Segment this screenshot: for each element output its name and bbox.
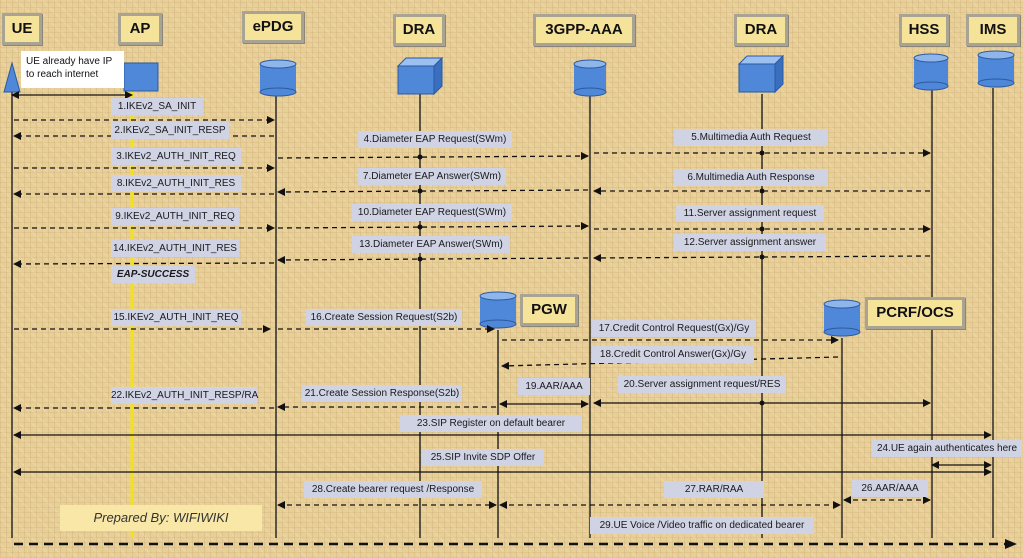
node-3gpp-aaa: 3GPP-AAA	[533, 14, 635, 46]
label-m20: 20.Server assignment request/RES	[618, 376, 786, 393]
dra1-cube-icon	[396, 56, 444, 96]
dra2-cube-icon	[737, 54, 785, 94]
arrow-m13	[277, 255, 589, 264]
junction-dots	[417, 150, 765, 406]
label-eap-success: EAP-SUCCESS	[111, 266, 195, 283]
arrow-m4	[277, 152, 589, 161]
label-m21: 21.Create Session Response(S2b)	[302, 385, 462, 402]
arrow-m18	[501, 356, 839, 370]
node-pgw: PGW	[520, 294, 578, 326]
label-m19: 19.AAR/AAA	[518, 378, 590, 395]
label-m17: 17.Credit Control Request(Gx)/Gy	[592, 320, 756, 337]
label-m15: 15.IKEv2_AUTH_INIT_REQ	[111, 309, 241, 326]
node-ap: AP	[118, 13, 162, 45]
node-ue: UE	[2, 13, 42, 45]
node-ims: IMS	[966, 14, 1020, 46]
node-pcrf-ocs: PCRF/OCS	[865, 297, 965, 329]
label-m11: 11.Server assignment request	[676, 205, 824, 222]
label-m7: 7.Diameter EAP Answer(SWm)	[358, 168, 506, 185]
devices	[3, 50, 1015, 337]
label-m22: 22.IKEv2_AUTH_INIT_RESP/RA	[111, 387, 258, 404]
label-m1: 1.IKEv2_SA_INIT	[111, 98, 203, 115]
credit-box: Prepared By: WIFIWIKI	[60, 505, 262, 531]
arrow-m10	[277, 222, 589, 231]
label-m13: 13.Diameter EAP Answer(SWm)	[352, 236, 510, 253]
label-m4: 4.Diameter EAP Request(SWm)	[358, 131, 512, 148]
arrow-m7	[277, 187, 589, 196]
label-m28: 28.Create bearer request /Response	[304, 481, 482, 498]
aaa-cylinder-icon	[573, 59, 607, 97]
label-m29: 29.UE Voice /Video traffic on dedicated …	[590, 517, 814, 534]
node-dra-2: DRA	[734, 14, 788, 46]
label-m25: 25.SIP Invite SDP Offer	[422, 449, 544, 466]
ue-device-icon	[3, 61, 21, 93]
ap-device-icon	[123, 62, 159, 92]
label-m2: 2.IKEv2_SA_INIT_RESP	[111, 122, 229, 139]
label-m3: 3.IKEv2_AUTH_INIT_REQ	[111, 148, 241, 165]
node-dra-1: DRA	[393, 14, 445, 46]
label-m12: 12.Server assignment answer	[674, 234, 826, 251]
label-m26: 26.AAR/AAA	[852, 480, 928, 497]
pgw-cylinder-icon	[479, 291, 517, 329]
ims-cylinder-icon	[977, 50, 1015, 88]
ue-note: UE already have IP to reach internet	[21, 51, 124, 88]
label-m14: 14.IKEv2_AUTH_INIT_RES	[111, 240, 239, 257]
epdg-cylinder-icon	[259, 59, 297, 97]
pcrf-cylinder-icon	[823, 299, 861, 337]
label-m8: 8.IKEv2_AUTH_INIT_RES	[111, 175, 241, 192]
node-epdg: ePDG	[242, 11, 304, 43]
label-m27: 27.RAR/RAA	[664, 481, 764, 498]
label-m9: 9.IKEv2_AUTH_INIT_REQ	[111, 208, 239, 225]
arrow-m14	[13, 259, 275, 268]
hss-cylinder-icon	[913, 53, 949, 91]
label-m16: 16.Create Session Request(S2b)	[306, 309, 462, 326]
arrow-m12	[593, 253, 931, 262]
message-arrows	[11, 91, 1017, 549]
label-m10: 10.Diameter EAP Request(SWm)	[352, 204, 512, 221]
label-m6: 6.Multimedia Auth Response	[674, 169, 828, 186]
label-m24: 24.UE again authenticates here	[872, 440, 1022, 457]
node-hss: HSS	[899, 14, 949, 46]
label-m18: 18.Credit Control Answer(Gx)/Gy	[592, 346, 754, 363]
label-m5: 5.Multimedia Auth Request	[674, 129, 828, 146]
label-m23: 23.SIP Register on default bearer	[400, 415, 582, 432]
